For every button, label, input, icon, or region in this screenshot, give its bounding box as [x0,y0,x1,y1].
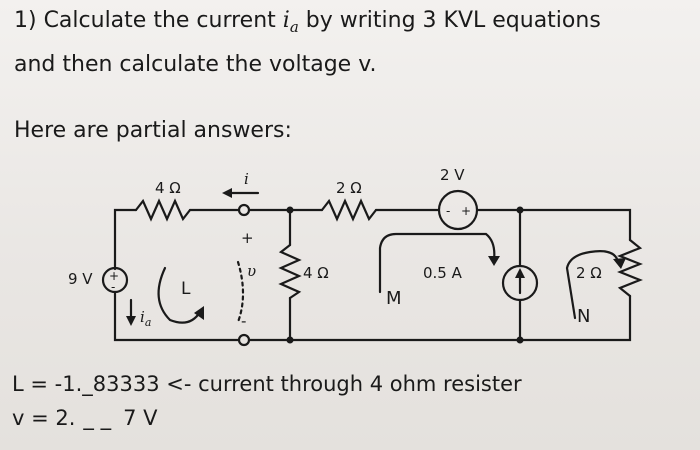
node-bottom-cs [516,336,524,344]
arrowhead-cs [515,268,525,278]
wire-top-left [113,208,138,271]
wire-top-right [476,208,632,242]
arrowhead-ia [126,316,136,326]
answer-v-suffix: 7 V [123,406,158,430]
label-0.5a: 0.5 A [423,264,463,282]
label-4ohm-center: 4 Ω [303,264,329,282]
arrowhead-L [194,306,204,320]
terminal-top [237,203,251,217]
label-loop-N: N [577,306,590,327]
answer-v-blank: _ _ [83,406,112,430]
node-top-center [286,206,294,214]
v-polarity-line [236,260,245,324]
loop-L-arrow [157,266,202,324]
current-sub: a [289,18,299,36]
arrowhead-N [613,258,626,269]
source-9v-plus: + [109,269,119,283]
wire-right-bottom [247,294,632,342]
label-v-plus: + [241,229,254,247]
source-9v [101,266,129,294]
label-loop-M: M [386,288,402,309]
loop-N-arrow [565,250,620,320]
label-loop-L: L [181,279,191,299]
question-prefix: 1) Calculate the current [14,8,283,33]
question-line-2: and then calculate the voltage v. [14,52,377,77]
label-v: υ [247,262,256,280]
wire-bottom-left [113,290,241,342]
ia-var: i [140,308,145,326]
source-2v-plus: + [461,204,471,218]
source-9v-minus: - [111,280,115,294]
loop-M-arrow [378,232,496,294]
label-current-i: i [244,170,249,188]
label-4ohm-top: 4 Ω [155,179,181,197]
resistor-2ohm-right [617,238,643,298]
label-ia: ia [140,308,151,329]
arrowhead-i [222,188,232,198]
source-2v [437,189,479,231]
answer-line-2: v = 2. _ _ 7 V [12,406,158,430]
question-line-1: 1) Calculate the current ia by writing 3… [14,8,601,36]
answer-line-1: L = -1._83333 <- current through 4 ohm r… [12,372,522,396]
resistor-2ohm-top [320,198,378,222]
answer-L-note: <- current through 4 ohm resister [159,372,522,396]
node-bottom-center [286,336,294,344]
terminal-bottom [237,333,251,347]
label-2ohm-right: 2 Ω [576,264,602,282]
question-suffix: by writing 3 KVL equations [298,8,601,33]
resistor-4ohm-center [278,243,302,300]
label-2v: 2 V [440,166,465,184]
answer-v-prefix: v = 2. [12,406,76,430]
arrowhead-M [488,256,500,266]
current-symbol: ia [282,8,299,36]
partial-answers-heading: Here are partial answers: [14,118,292,143]
label-9v: 9 V [68,270,93,288]
resistor-4ohm-top [134,198,192,222]
ia-sub: a [145,316,152,329]
node-top-cs [516,206,524,214]
label-v-minus: - [241,312,246,330]
label-2ohm-top: 2 Ω [336,179,362,197]
current-var: i [282,8,290,33]
answer-L-value: L = -1._83333 [12,372,160,396]
source-2v-minus: - [446,204,450,218]
